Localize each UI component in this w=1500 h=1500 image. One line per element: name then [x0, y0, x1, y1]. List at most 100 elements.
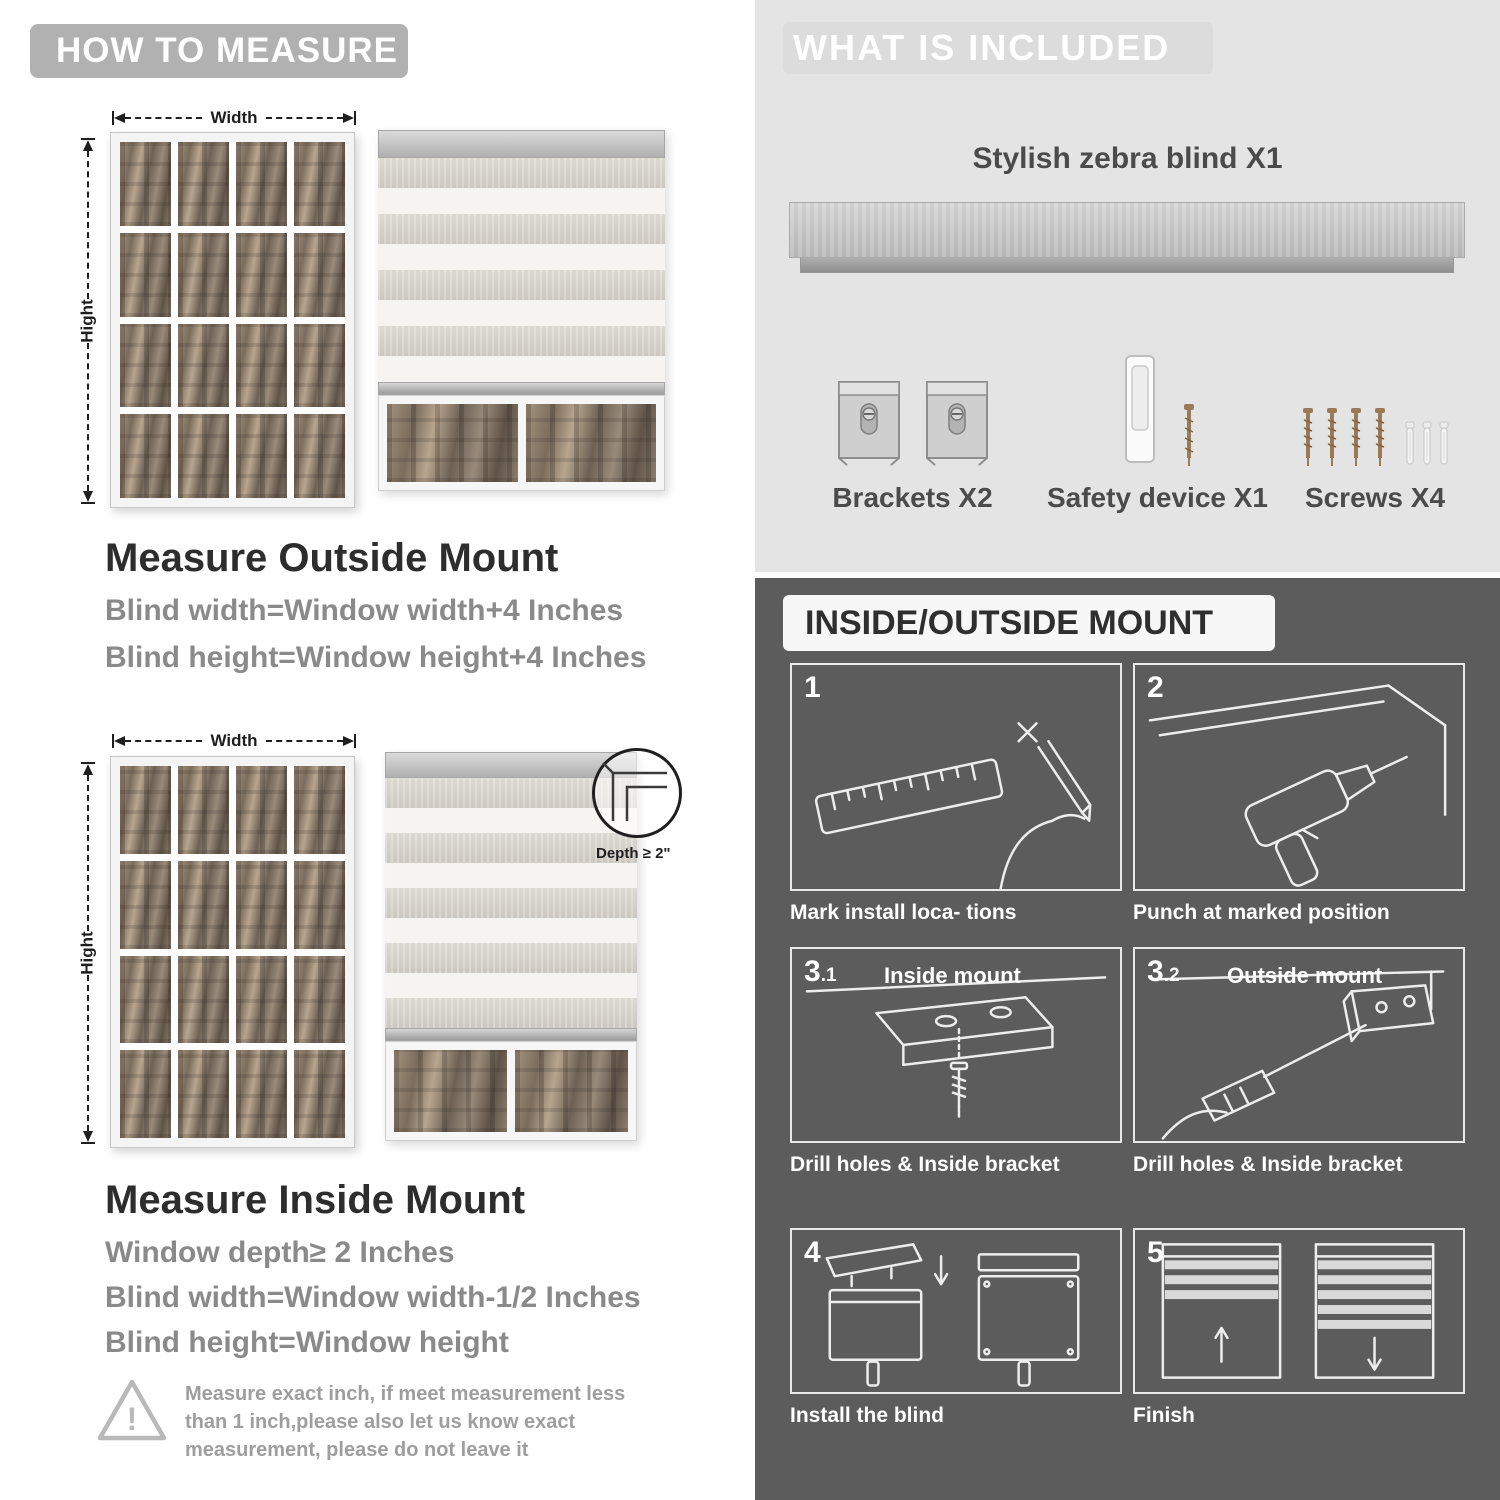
blind-stripe	[378, 188, 665, 214]
step-number: 1	[804, 671, 821, 704]
window-pane	[178, 766, 229, 854]
step-caption: Drill holes & Inside bracket	[1133, 1153, 1403, 1176]
screw-icon	[1327, 408, 1337, 466]
window-pane	[294, 142, 345, 226]
safety-device-icon	[1124, 355, 1155, 463]
width-arrow-outside: Width	[112, 108, 356, 128]
finish-illustration	[1161, 1243, 1435, 1379]
step-number: 5	[1147, 1236, 1164, 1269]
window-pane	[294, 955, 345, 1044]
blind-stripes	[378, 158, 665, 382]
blind-stripe	[385, 808, 637, 833]
bracket-icon	[925, 381, 988, 466]
zebra-blind-illustration-inside	[385, 752, 637, 1141]
window-pane	[387, 404, 518, 482]
window-pane	[525, 404, 656, 482]
window-pane	[294, 1050, 345, 1138]
blind-stripe	[385, 833, 637, 863]
screws-label: Screws X4	[1304, 482, 1446, 513]
window-pane	[178, 232, 229, 317]
blind-stripe	[385, 918, 637, 943]
window-illustration-inside	[110, 756, 355, 1148]
step-card-5: 5	[1133, 1228, 1465, 1428]
window-pane	[178, 860, 229, 949]
mount-steps-section: INSIDE/OUTSIDE MOUNT 1	[755, 578, 1500, 1500]
blind-stripe	[378, 270, 665, 300]
window-pane	[236, 414, 287, 498]
step-card-1: 1	[790, 663, 1122, 925]
step-caption: Install the blind	[790, 1404, 945, 1427]
step-caption: Punch at marked position	[1133, 901, 1390, 924]
window-pane	[236, 323, 287, 408]
window-below-blind	[378, 395, 665, 491]
safety-device-label: Safety device X1	[1046, 482, 1269, 513]
depth-callout-label: Depth ≥ 2"	[596, 845, 671, 862]
wall-anchor-icon	[1405, 421, 1415, 465]
included-item-brackets: Brackets X2	[800, 340, 1025, 514]
blind-stripe	[385, 888, 637, 918]
window-pane	[294, 232, 345, 317]
zebra-blind-headrail-illustration	[789, 202, 1465, 273]
window-pane	[120, 1050, 171, 1138]
step-caption: Finish	[1133, 1404, 1195, 1427]
screw-icon	[1183, 404, 1194, 466]
blind-stripe	[385, 863, 637, 888]
blind-stripe	[378, 300, 665, 326]
step-caption: Mark install loca- tions	[790, 901, 1017, 924]
bracket-icon	[837, 381, 900, 466]
note-line: measurement, please do not leave it	[185, 1439, 529, 1461]
window-pane	[236, 766, 287, 854]
inside-mount-rule-height: Blind height=Window height	[105, 1326, 509, 1359]
blind-stripe	[378, 356, 665, 382]
window-corner-zoom-icon	[602, 762, 667, 821]
product-label: Stylish zebra blind X1	[972, 142, 1283, 175]
inside-mount-rule-width: Blind width=Window width-1/2 Inches	[105, 1281, 641, 1314]
window-pane	[236, 1050, 287, 1138]
outside-mount-heading: Measure Outside Mount	[105, 536, 559, 580]
window-below-blind	[385, 1041, 637, 1141]
window-pane	[120, 860, 171, 949]
window-pane	[120, 414, 171, 498]
window-pane	[394, 1050, 507, 1132]
window-pane	[236, 860, 287, 949]
window-pane	[294, 766, 345, 854]
height-arrow-inside: Hight	[78, 762, 98, 1144]
outside-mount-rule-height: Blind height=Window height+4 Inches	[105, 641, 647, 674]
zebra-blind-illustration-outside	[378, 130, 665, 491]
depth-callout-circle	[592, 748, 682, 838]
brackets-label: Brackets X2	[832, 482, 993, 513]
window-pane	[294, 323, 345, 408]
blind-cassette	[385, 752, 637, 778]
inside-mount-rule-depth: Window depth≥ 2 Inches	[105, 1236, 455, 1269]
width-arrow-inside: Width	[112, 731, 356, 751]
blind-bottom-rail	[378, 382, 665, 395]
window-pane	[178, 323, 229, 408]
window-pane	[178, 955, 229, 1044]
height-label: Hight	[78, 931, 97, 975]
step-inner-label: Inside mount	[884, 963, 1021, 988]
step-number: 4	[804, 1236, 821, 1269]
blind-cassette	[378, 130, 665, 158]
window-pane	[294, 414, 345, 498]
screw-icon	[1303, 408, 1313, 466]
what-is-included-section: WHAT IS INCLUDED Stylish zebra blind X1	[755, 0, 1500, 572]
inside-outside-mount-banner: INSIDE/OUTSIDE MOUNT	[783, 595, 1275, 651]
install-blind-illustration	[825, 1243, 1080, 1387]
window-pane	[120, 955, 171, 1044]
blind-stripe	[385, 998, 637, 1028]
outside-mount-rule-width: Blind width=Window width+4 Inches	[105, 594, 624, 627]
window-panes	[120, 766, 345, 1138]
wall-anchor-icon	[1439, 421, 1449, 465]
inside-mount-heading: Measure Inside Mount	[105, 1178, 526, 1222]
screw-icon	[1351, 408, 1361, 466]
wall-anchor-icon	[1422, 421, 1432, 465]
warning-triangle-icon: !	[95, 1376, 169, 1449]
step-number: 3.1	[804, 955, 837, 988]
inside-bracket-illustration	[805, 976, 1107, 1118]
included-item-safety-device: Safety device X1	[1045, 340, 1270, 514]
drill-illustration	[1148, 684, 1447, 887]
blind-stripe	[378, 214, 665, 244]
blind-stripe	[378, 326, 665, 356]
window-pane	[178, 414, 229, 498]
